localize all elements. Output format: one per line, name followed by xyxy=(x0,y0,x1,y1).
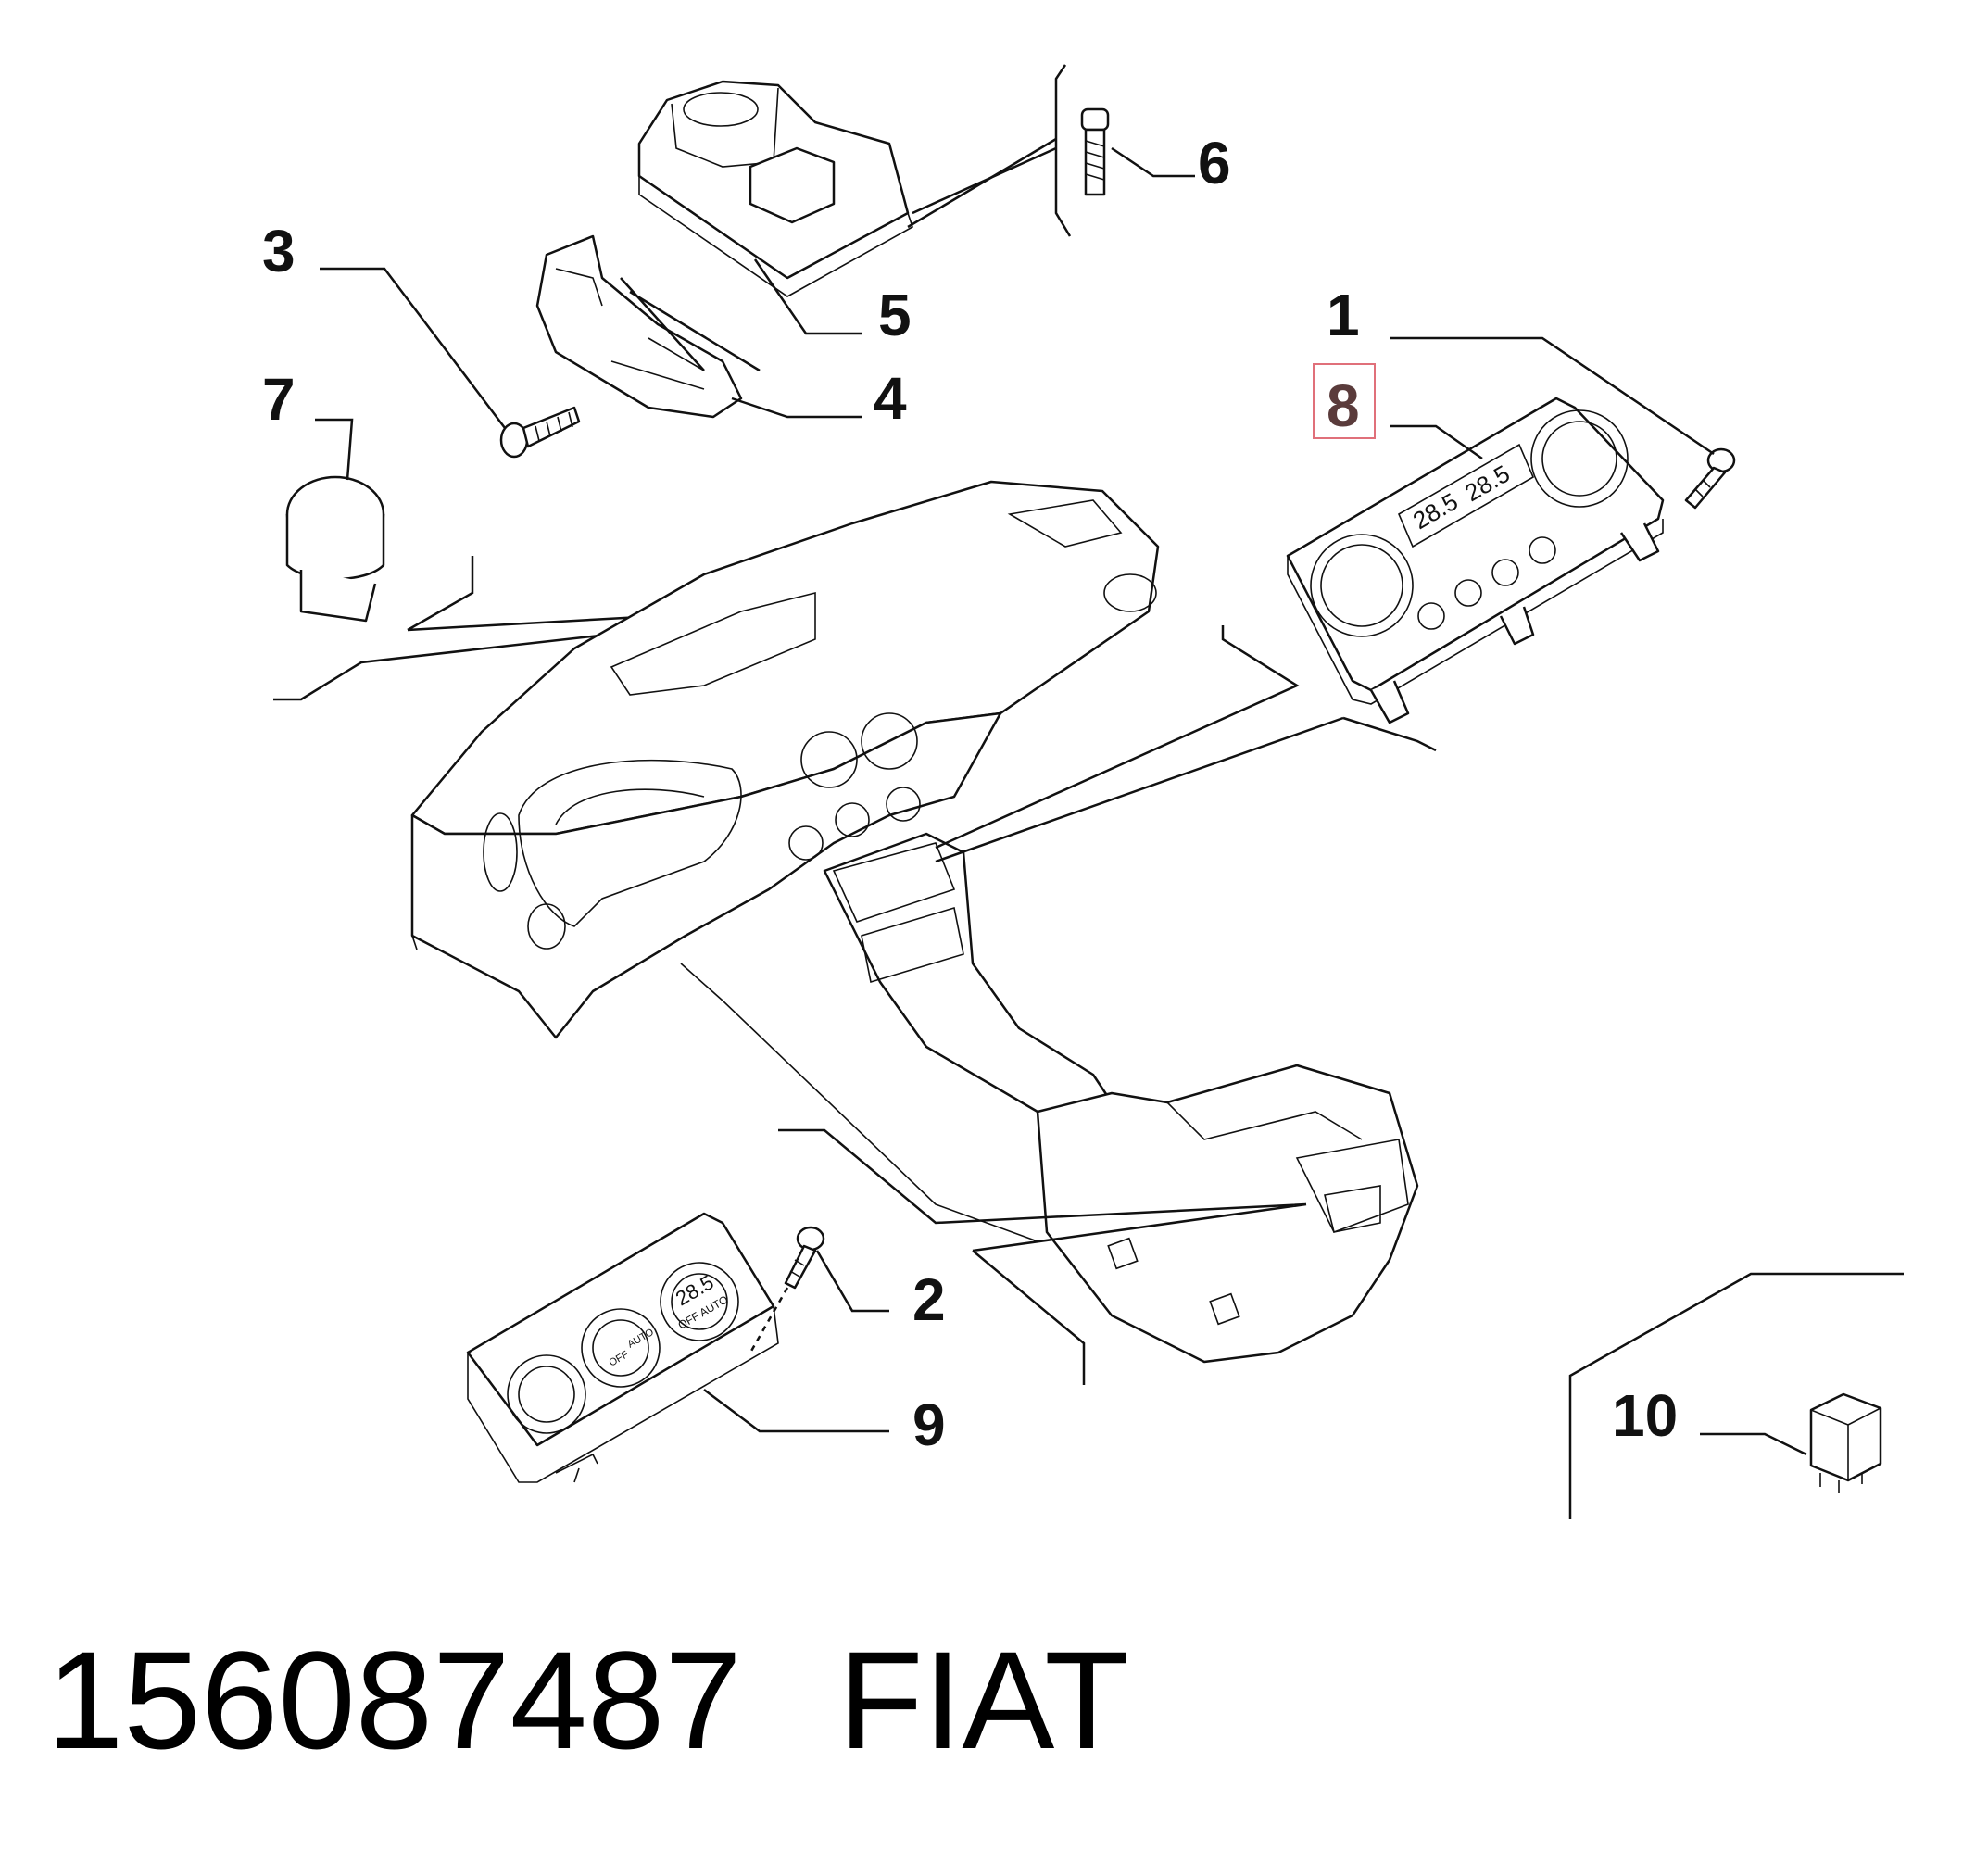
leader-10 xyxy=(1700,1432,1807,1456)
leader-1-to-dash-b xyxy=(935,716,1344,863)
part-7-cap xyxy=(285,475,385,623)
part-1-climate-panel: 28.5 28.5 xyxy=(1286,397,1665,724)
part-10-relay xyxy=(1809,1392,1882,1493)
bracket-10 xyxy=(1568,1272,1904,1519)
callout-9: 9 xyxy=(912,1391,946,1458)
dashboard-assembly xyxy=(410,480,1419,1364)
callout-3: 3 xyxy=(262,218,296,284)
leader-5-b xyxy=(907,137,1057,229)
callout-5: 5 xyxy=(878,282,912,348)
callout-8: 8 xyxy=(1327,372,1360,439)
leader-7-dash xyxy=(407,614,659,632)
callout-7: 7 xyxy=(262,366,296,433)
callout-10: 10 xyxy=(1612,1382,1678,1449)
leader-9-to-dash xyxy=(778,1128,1307,1385)
leader-2 xyxy=(815,1250,889,1313)
part-6-screw xyxy=(1080,107,1110,196)
part-2-screw xyxy=(784,1226,825,1290)
leader-5 xyxy=(753,258,862,335)
bracket-6 xyxy=(1054,64,1072,237)
callout-6: 6 xyxy=(1198,130,1231,196)
callout-4: 4 xyxy=(874,365,907,432)
brand-name: FIAT xyxy=(838,1622,1129,1778)
part-4-bracket xyxy=(535,234,743,419)
part-3-screw xyxy=(499,406,581,459)
leader-3 xyxy=(320,267,506,429)
bracket-7 xyxy=(273,556,649,701)
part-5-console-housing xyxy=(637,80,913,297)
part-9-manual-panel: 28.5 OFF AUTO OFF AUTO xyxy=(466,1212,779,1483)
leader-1-bracket xyxy=(1342,716,1437,752)
leader-8 xyxy=(1390,424,1483,460)
leader-9 xyxy=(703,1389,889,1433)
leader-4 xyxy=(731,397,862,419)
leader-6 xyxy=(1111,146,1195,178)
callout-2: 2 xyxy=(912,1266,946,1333)
connector-4-5 xyxy=(620,277,761,372)
leader-1 xyxy=(1390,336,1715,456)
leader-2-dash xyxy=(749,1287,789,1353)
exploded-parts-diagram: 28.5 28.5 28.5 OFF AUTO OFF AUTO xyxy=(262,64,1904,1519)
leader-1-to-dash xyxy=(935,625,1300,850)
leader-7 xyxy=(315,418,354,481)
part-1-screw xyxy=(1684,447,1736,510)
callout-1: 1 xyxy=(1327,282,1360,348)
callout-8-highlight xyxy=(1313,363,1376,439)
part-number: 156087487 xyxy=(46,1622,742,1778)
